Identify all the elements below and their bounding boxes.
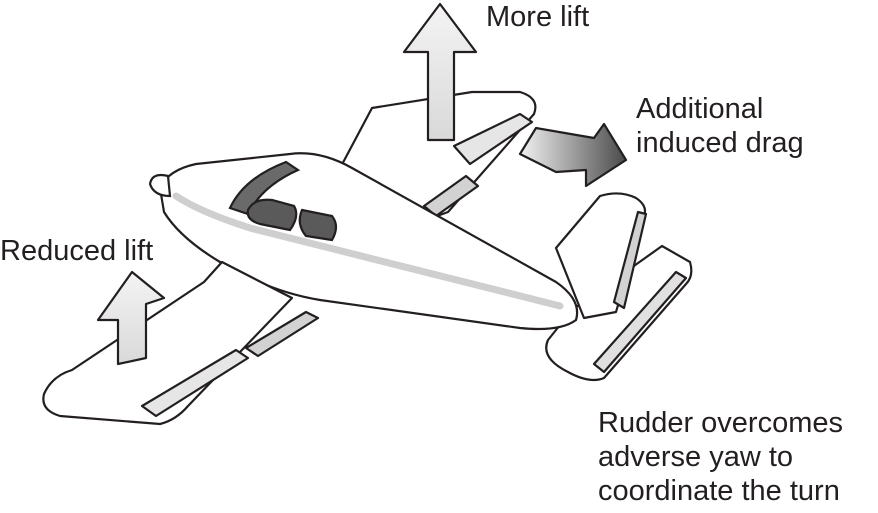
rudder-line3: coordinate the turn	[598, 475, 840, 507]
fuselage-stripe	[172, 192, 564, 310]
left-aileron	[140, 348, 250, 418]
reduced-lift-text: Reduced lift	[0, 235, 154, 267]
induced-drag-label: Additional induced drag	[636, 92, 804, 160]
rudder	[612, 210, 648, 310]
rudder-line2: adverse yaw to	[598, 441, 794, 473]
cabin-window-rear	[298, 208, 338, 242]
right-aileron	[452, 112, 534, 166]
rudder-label: Rudder overcomes adverse yaw to coordina…	[598, 406, 843, 508]
left-wing	[42, 260, 294, 426]
induced-drag-line1: Additional	[636, 93, 764, 125]
left-flap	[244, 310, 320, 358]
rudder-line1: Rudder overcomes	[598, 407, 843, 439]
induced-drag-arrow	[518, 122, 628, 188]
more-lift-label: More lift	[486, 0, 589, 34]
more-lift-arrow	[402, 2, 478, 142]
cabin-window-front	[246, 198, 298, 232]
reduced-lift-label: Reduced lift	[0, 234, 153, 268]
induced-drag-line2: induced drag	[636, 127, 804, 159]
elevator	[592, 270, 688, 374]
more-lift-text: More lift	[486, 1, 590, 33]
propeller-spinner	[148, 173, 172, 198]
reduced-lift-arrow	[96, 270, 166, 366]
horizontal-stabilizer	[545, 244, 693, 382]
